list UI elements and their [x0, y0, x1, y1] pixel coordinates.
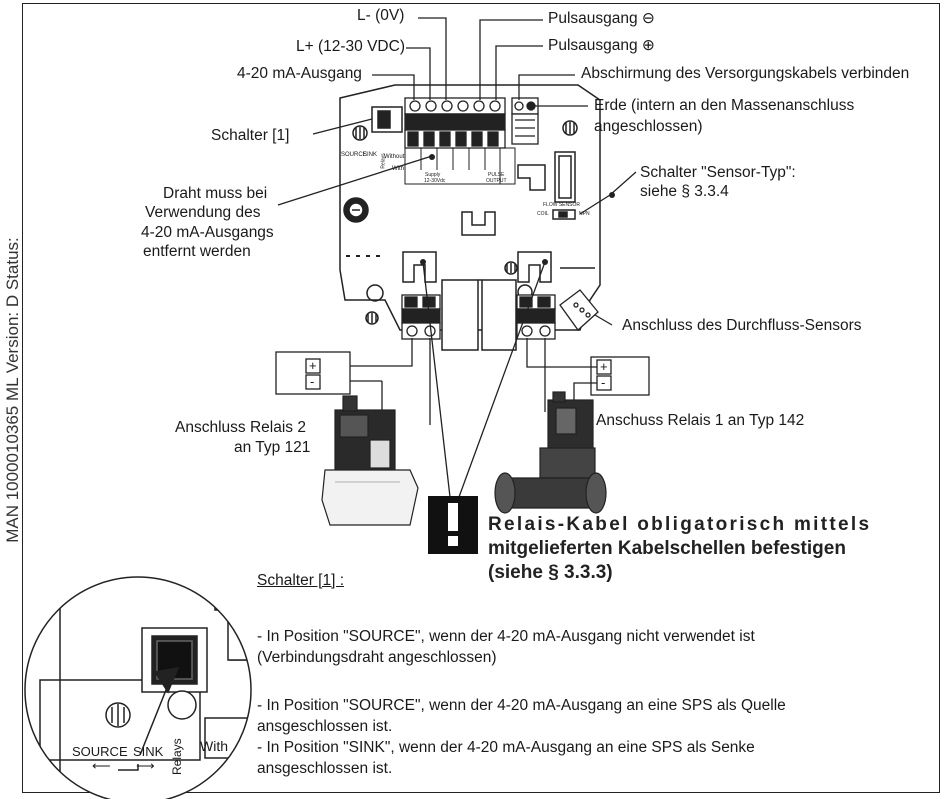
- board-npn: NPN: [579, 211, 590, 217]
- warning-icon: [428, 496, 478, 554]
- inset-source: SOURCE: [72, 744, 128, 759]
- board-with: With: [392, 166, 404, 172]
- board-supply-voltage: 12-30Vdc: [424, 178, 446, 184]
- inset-with: With: [200, 738, 228, 754]
- shield-terminal-block: [511, 97, 539, 145]
- warning-line3: (siehe § 3.3.3): [488, 562, 613, 583]
- switch-p3-line2: ansgeschlossen ist.: [257, 760, 393, 777]
- label-pulse-plus: Pulsausgang ⊕: [548, 37, 655, 54]
- warning-text: Relais-Kabel obligatorisch mittels mitge…: [488, 513, 871, 585]
- label-sensor-type-line1: Schalter "Sensor-Typ":: [640, 164, 796, 181]
- valve-type-142: [494, 391, 607, 514]
- label-wire-line4: entfernt werden: [143, 243, 251, 260]
- label-l-plus: L+ (12-30 VDC): [296, 38, 405, 55]
- label-wire-line2: Verwendung des: [145, 204, 261, 221]
- clip-dots: [420, 154, 615, 265]
- inset-source-arrow: ⟵: [92, 758, 111, 773]
- switch-p1-line2: (Verbindungsdraht angeschlossen): [257, 649, 497, 666]
- label-earth-line1: Erde (intern an den Massenanschluss: [594, 97, 855, 114]
- warning-line2: mitgelieferten Kabelschellen befestigen: [488, 538, 846, 559]
- sensor-type-area: [461, 151, 576, 236]
- relay1-plus: +: [600, 359, 608, 374]
- flow-sensor-connector: [559, 289, 599, 331]
- label-sensor-type-line2: siehe § 3.3.4: [640, 183, 729, 200]
- label-relay1: Anschuss Relais 1 an Typ 142: [596, 412, 805, 429]
- inset-relays: Relays: [170, 738, 184, 775]
- board-output: OUTPUT: [486, 178, 507, 184]
- relay1-minus: -: [601, 375, 606, 390]
- relay2-minus: -: [310, 374, 315, 389]
- switch-p1-line1: - In Position "SOURCE", wenn der 4-20 mA…: [257, 628, 755, 645]
- board-pulse: PULSE: [488, 172, 505, 178]
- figure-frame: [22, 3, 940, 793]
- label-4-20-output: 4-20 mA-Ausgang: [237, 65, 362, 82]
- board-source: SOURCE: [341, 152, 367, 158]
- board-sink: SINK: [363, 152, 378, 158]
- switch-p2-line2: ansgeschlossen ist.: [257, 718, 393, 735]
- label-relay2-line1: Anschluss Relais 2: [175, 419, 306, 436]
- label-wire-line1: Draht muss bei: [163, 185, 268, 202]
- label-earth-line2: angeschlossen): [594, 118, 703, 135]
- relay2-wiring: [275, 338, 431, 425]
- label-l-minus: L- (0V): [357, 7, 405, 24]
- board-supply: Supply: [425, 172, 441, 178]
- capacitor: [343, 197, 369, 223]
- switch-1-on-board: [371, 106, 403, 133]
- relay-blocks: [441, 279, 517, 351]
- valve-type-121: [321, 395, 419, 526]
- label-wire-line3: 4-20 mA-Ausgangs: [141, 224, 274, 241]
- supply-terminal-block: [404, 97, 506, 149]
- label-switch-1: Schalter [1]: [211, 127, 290, 144]
- cable-clips: [402, 251, 595, 283]
- board-relays: Relays: [380, 153, 387, 169]
- label-shield: Abschirmung des Versorgungskabels verbin…: [581, 65, 910, 82]
- inset-sink-arrow: ⟶: [136, 758, 155, 773]
- switch-inset: [24, 576, 252, 799]
- board-coil: COIL: [537, 211, 549, 217]
- relay2-plus: +: [309, 358, 317, 373]
- inset-sink: SINK: [133, 744, 164, 759]
- warning-line1: Relais-Kabel obligatorisch mittels: [488, 514, 872, 535]
- label-relay2-line2: an Typ 121: [234, 439, 311, 456]
- switch-section-heading: Schalter [1] :: [257, 572, 345, 589]
- board-flow-sensor: FLOW SENSOR: [543, 202, 580, 208]
- relay-terminals: [401, 294, 556, 340]
- switch-p2-line1: - In Position "SOURCE", wenn der 4-20 mA…: [257, 697, 786, 714]
- board-without: Without: [384, 154, 405, 160]
- terminal-legend: [404, 147, 516, 185]
- label-pulse-minus: Pulsausgang ⊖: [548, 10, 655, 27]
- label-flow-sensor-connection: Anschluss des Durchfluss-Sensors: [622, 317, 862, 334]
- switch-p3-line1: - In Position "SINK", wenn der 4-20 mA-A…: [257, 739, 755, 756]
